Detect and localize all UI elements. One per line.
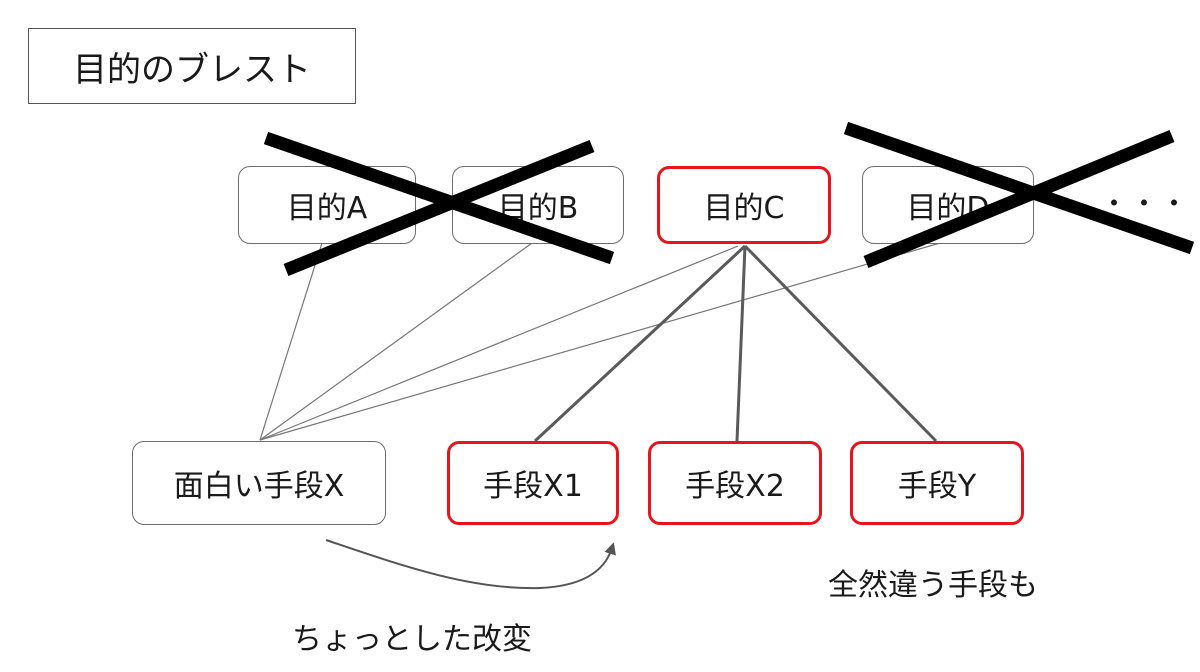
goal-c-box: 目的C (657, 166, 831, 244)
goal-d-label: 目的D (906, 191, 990, 226)
means-y-label: 手段Y (897, 469, 977, 504)
means-x1-label: 手段X1 (483, 469, 583, 504)
edge-goal-c-to-y (743, 244, 938, 443)
edge-goal-c-to-x2 (735, 245, 747, 442)
more-goals-ellipsis: ・・・ (1100, 187, 1191, 220)
goal-c-label: 目的C (703, 191, 785, 226)
modification-label: ちょっとした改変 (292, 622, 532, 657)
means-x1-box: 手段X1 (447, 441, 619, 525)
edge-x-to-goal-b (259, 242, 533, 441)
goal-b-box: 目的B (452, 166, 624, 244)
goal-d-box: 目的D (862, 166, 1034, 244)
edge-x-to-goal-c (259, 245, 739, 441)
means-y-box: 手段Y (850, 441, 1024, 525)
goal-a-label: 目的A (286, 191, 368, 226)
means-x2-box: 手段X2 (648, 441, 822, 525)
edge-x-to-goal-a (259, 242, 323, 441)
means-x-label: 面白い手段X (173, 469, 345, 504)
means-x2-label: 手段X2 (685, 469, 785, 504)
goal-b-label: 目的B (497, 191, 579, 226)
modification-arrow (325, 539, 616, 590)
different-means-label: 全然違う手段も (828, 568, 1038, 603)
diagram-title: 目的のブレスト (28, 28, 356, 104)
means-x-box: 面白い手段X (132, 441, 386, 525)
edge-x-to-goal-d (259, 242, 941, 441)
goal-a-box: 目的A (238, 166, 416, 244)
edge-goal-c-to-x1 (533, 244, 747, 443)
